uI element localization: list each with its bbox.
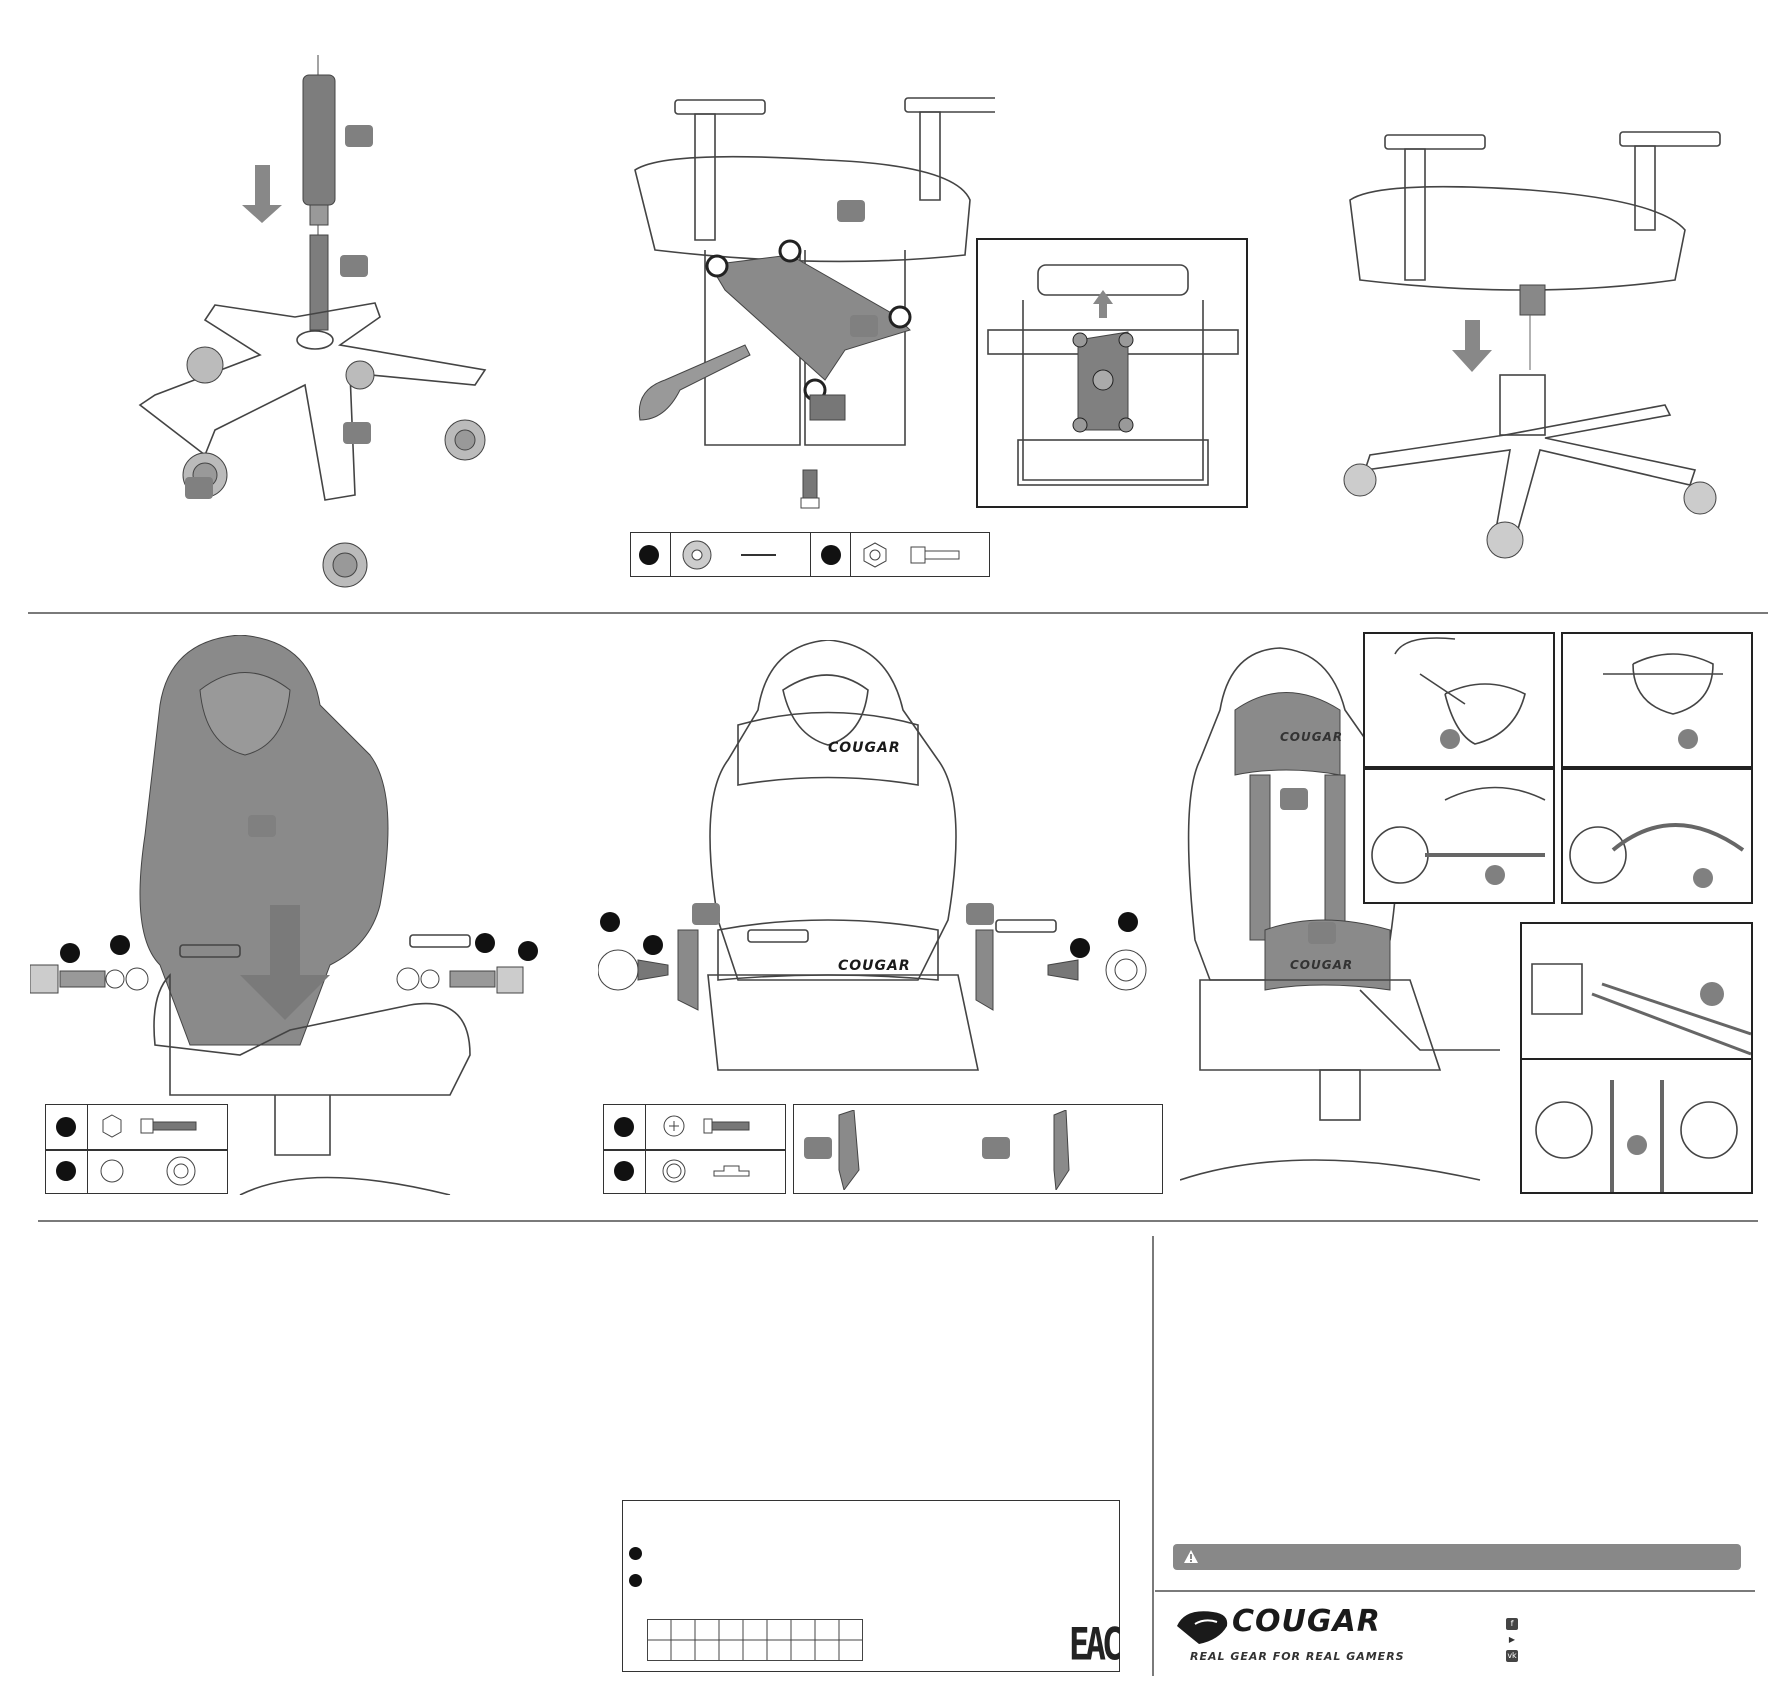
part-marker (56, 1161, 76, 1181)
part-marker (600, 912, 620, 932)
facebook-icon[interactable]: f (1506, 1618, 1518, 1630)
part-marker (60, 943, 80, 963)
part-marker (614, 1161, 634, 1181)
footer-divider (1155, 1590, 1755, 1592)
part-label-badge (248, 815, 276, 837)
vk-icon[interactable]: vk (1506, 1650, 1518, 1662)
brand-logo-text: COUGAR (1232, 1604, 1381, 1639)
brand-tagline: REAL GEAR FOR REAL GAMERS (1190, 1650, 1405, 1663)
step-seat-to-base (1330, 120, 1730, 560)
part-label-badge (804, 1137, 832, 1159)
part-marker (1485, 865, 1505, 885)
part-label-badge (850, 315, 878, 337)
part-marker (639, 545, 659, 565)
part-label-badge (692, 903, 720, 925)
pillow-logo-text: COUGAR (828, 740, 901, 756)
step-pillow-straps: COUGAR COUGAR (1180, 640, 1500, 1200)
parts-table-backrest (45, 1104, 228, 1194)
part-marker (821, 545, 841, 565)
parts-table-mechanism (630, 532, 990, 577)
part-label-badge (1308, 922, 1336, 944)
part-marker (1693, 868, 1713, 888)
step-backrest-attach (30, 635, 590, 1195)
warning-triangle-icon (1184, 1550, 1198, 1563)
detail-frame-lumbar-1 (1520, 922, 1753, 1060)
part-label-badge (1280, 788, 1308, 810)
barcode-grid (647, 1619, 863, 1661)
lumbar-pillow-logo-text: COUGAR (1290, 958, 1354, 972)
part-marker (1440, 729, 1460, 749)
part-marker (614, 1117, 634, 1137)
part-label-badge (982, 1137, 1010, 1159)
detail-frame-pillow-2 (1561, 632, 1753, 768)
part-label-badge (837, 200, 865, 222)
eac-mark: EAC (1069, 1619, 1122, 1671)
step-mechanism-assembly (625, 90, 995, 510)
part-marker (518, 941, 538, 961)
lumbar-logo-text: COUGAR (838, 958, 911, 974)
parts-table-side-covers (603, 1104, 786, 1194)
part-marker (475, 933, 495, 953)
part-marker (629, 1574, 642, 1587)
detail-frame-pillow-1 (1363, 632, 1555, 768)
part-label-badge (343, 422, 371, 444)
part-marker (643, 935, 663, 955)
step-side-covers: COUGAR COUGAR (598, 640, 1158, 1100)
detail-frame-strap-2 (1561, 768, 1753, 904)
detail-frame-strap-1 (1363, 768, 1555, 904)
column-divider (1152, 1236, 1154, 1676)
section-divider (38, 1220, 1758, 1222)
cougar-head-icon (1177, 1611, 1228, 1644)
certification-box: EAC (622, 1500, 1122, 1672)
part-marker (629, 1547, 642, 1560)
part-label-badge (345, 125, 373, 147)
parts-table-side-cover-pieces (793, 1104, 1163, 1194)
part-label-badge (185, 477, 213, 499)
step-base-assembly (110, 55, 510, 600)
part-marker (1118, 912, 1138, 932)
part-label-badge (340, 255, 368, 277)
part-marker (1678, 729, 1698, 749)
detail-frame-lumbar-2 (1520, 1058, 1753, 1194)
section-divider (28, 612, 1768, 614)
part-marker (56, 1117, 76, 1137)
detail-frame-mechanism (976, 238, 1248, 508)
part-marker (1070, 938, 1090, 958)
part-marker (110, 935, 130, 955)
part-label-badge (966, 903, 994, 925)
youtube-icon[interactable]: ▶ (1506, 1634, 1518, 1646)
warning-bar (1173, 1544, 1741, 1570)
backrest-pillow-logo-text: COUGAR (1280, 730, 1344, 744)
